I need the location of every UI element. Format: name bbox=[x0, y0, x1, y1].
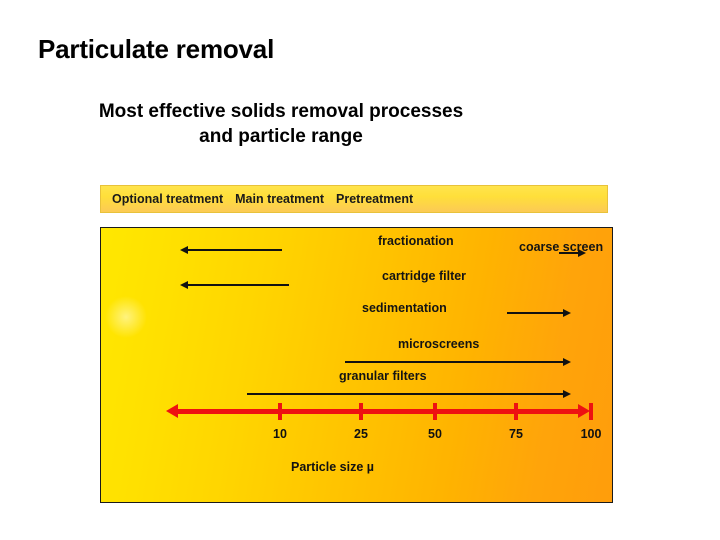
axis-tick-label-50: 50 bbox=[428, 427, 442, 441]
process-label-cartridge-filter: cartridge filter bbox=[382, 269, 467, 283]
axis-tick-10 bbox=[278, 403, 282, 420]
subtitle-line-2: and particle range bbox=[199, 126, 363, 147]
process-arrow-granular-filters bbox=[247, 389, 571, 398]
axis-tick-25 bbox=[359, 403, 363, 420]
subtitle-line-1: Most effective solids removal processes bbox=[98, 101, 464, 122]
process-arrow-fractionation bbox=[180, 245, 282, 254]
axis-tick-label-100: 100 bbox=[580, 427, 602, 441]
slide-subtitle: Most effective solids removal processes … bbox=[36, 99, 526, 149]
process-label-granular-filters: granular filters bbox=[339, 369, 427, 383]
axis-tick-100 bbox=[589, 403, 593, 420]
axis-tick-50 bbox=[433, 403, 437, 420]
process-arrow-cartridge-filter bbox=[180, 280, 289, 289]
process-label-fractionation: fractionation bbox=[378, 234, 454, 248]
legend-item-2: Pretreatment bbox=[336, 192, 414, 206]
process-arrow-coarse-screen bbox=[559, 248, 586, 257]
page-title: Particulate removal bbox=[38, 34, 275, 64]
axis-caption: Particle size µ bbox=[291, 460, 374, 474]
process-arrow-sedimentation bbox=[507, 308, 571, 317]
axis-tick-label-10: 10 bbox=[273, 427, 287, 441]
axis-tick-75 bbox=[514, 403, 518, 420]
legend-item-1: Main treatment bbox=[235, 192, 325, 206]
treatment-category-labels: Optional treatment Main treatment Pretreat… bbox=[101, 192, 413, 206]
process-arrow-microscreens bbox=[345, 357, 571, 366]
axis-tick-label-25: 25 bbox=[354, 427, 368, 441]
treatment-category-bar: Optional treatment Main treatment Pretreat… bbox=[100, 185, 608, 213]
process-label-sedimentation: sedimentation bbox=[362, 301, 447, 315]
process-label-microscreens: microscreens bbox=[398, 337, 480, 351]
particle-size-axis bbox=[166, 404, 590, 418]
legend-item-0: Optional treatment bbox=[112, 192, 224, 206]
axis-tick-label-75: 75 bbox=[509, 427, 523, 441]
